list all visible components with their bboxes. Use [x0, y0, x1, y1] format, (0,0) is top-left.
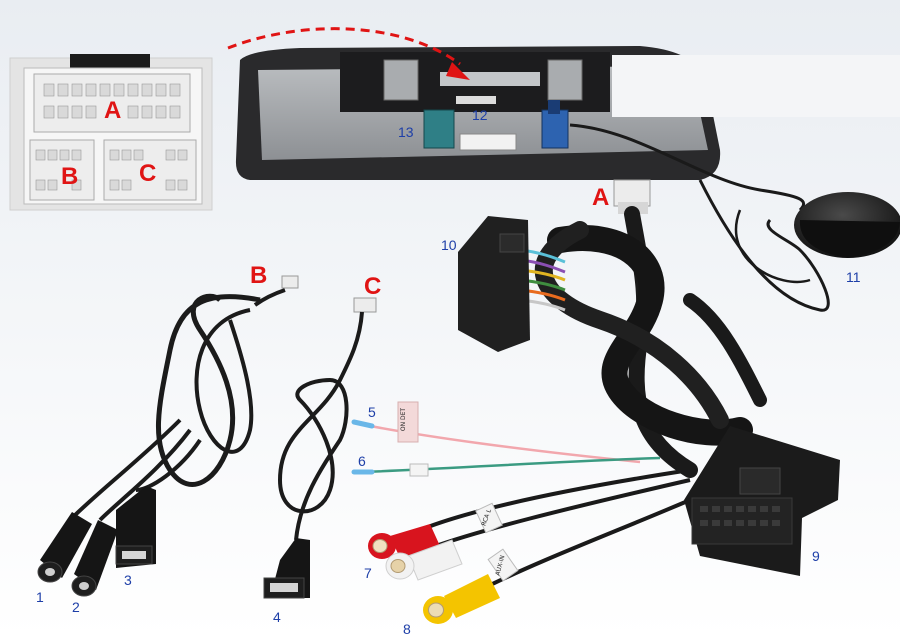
wire-tag-5 [397, 401, 419, 443]
plug-c [353, 297, 377, 313]
inset-label-a: A [104, 97, 122, 124]
wire-5-pink [359, 422, 641, 464]
plug-label-b: B [250, 262, 268, 289]
inset-label-b: B [61, 163, 79, 190]
head-unit [235, 46, 900, 180]
label-10: 10 [441, 237, 457, 253]
wire-tag-5-text: ON DET [400, 407, 408, 432]
label-5: 5 [368, 404, 376, 420]
usb-audio-cable [37, 275, 299, 597]
label-3: 3 [124, 572, 132, 588]
plug-label-c: C [364, 273, 382, 300]
insert-direction-arrow [227, 27, 470, 80]
signal-wires [351, 401, 661, 477]
rca-yellow-plug [423, 574, 500, 624]
plug-label-a: A [592, 184, 610, 211]
usb-cable [263, 297, 377, 599]
wire-6-green [359, 456, 661, 474]
rca-cables [368, 468, 691, 624]
label-9: 9 [812, 548, 820, 564]
wire-tag-7 [475, 502, 503, 534]
connector-inset [9, 54, 213, 211]
fakra-connector-teal [423, 109, 455, 149]
blank-area [612, 55, 900, 117]
label-6: 6 [358, 453, 366, 469]
quadlock-connector-9 [684, 426, 840, 576]
label-11: 11 [846, 269, 861, 285]
usb-port-3 [115, 486, 156, 568]
rca-white-plug [385, 539, 463, 581]
label-13: 13 [398, 124, 414, 140]
plug-a [613, 179, 651, 207]
wire-tag-8 [487, 548, 519, 582]
plug-b [281, 275, 299, 289]
label-8: 8 [403, 621, 411, 637]
gps-antenna [569, 123, 900, 312]
label-2: 2 [72, 599, 80, 615]
main-harness [458, 179, 840, 576]
audio-jack-2 [71, 520, 118, 597]
label-7: 7 [364, 565, 372, 581]
label-12: 12 [472, 107, 488, 123]
audio-jack-1 [37, 512, 92, 583]
inset-label-c: C [139, 160, 157, 187]
fakra-connector-blue [541, 109, 569, 149]
label-1: 1 [36, 589, 44, 605]
usb-port-4 [263, 538, 310, 599]
connector-a-block [33, 73, 191, 133]
label-4: 4 [273, 609, 281, 625]
